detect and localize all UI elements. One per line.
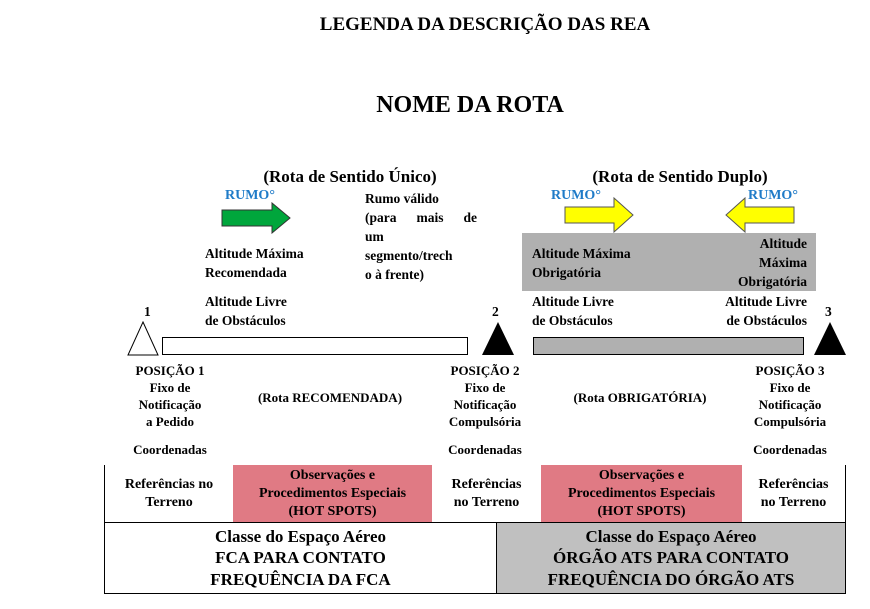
coordinates-2: Coordenadas: [448, 442, 522, 457]
text-line: FREQUÊNCIA DA FCA: [210, 569, 391, 589]
text-line: Notificação: [138, 397, 202, 412]
position-3-info: POSIÇÃO 3 Fixo de Notificação Compulsóri…: [730, 362, 850, 430]
green-arrow-icon: [221, 202, 291, 234]
rumo-note-line: um: [365, 229, 384, 244]
text-line: (HOT SPOTS): [597, 503, 686, 519]
text-line: Observações e: [289, 467, 376, 483]
max-alt-mandatory-left: Altitude Máxima Obrigatória: [532, 244, 631, 282]
text-line: Altitude Livre: [205, 294, 287, 309]
recommended-route-bar: [162, 337, 468, 355]
text-line: de Obstáculos: [726, 313, 807, 328]
mandatory-route-bar: [533, 337, 804, 355]
route-type-mandatory: (Rota OBRIGATÓRIA): [573, 390, 707, 405]
optional-fix-triangle-icon: [127, 321, 159, 356]
text-line: Altitude Livre: [532, 294, 614, 309]
obstacle-alt-left: Altitude Livre de Obstáculos: [205, 292, 287, 330]
yellow-arrow-right-icon: [564, 197, 634, 233]
text-line: Notificação: [758, 397, 822, 412]
text-line: de Obstáculos: [532, 313, 613, 328]
text-line: Fixo de: [149, 380, 191, 395]
text-line: Classe do Espaço Aéreo: [585, 526, 757, 546]
position-2-info: POSIÇÃO 2 Fixo de Notificação Compulsóri…: [425, 362, 545, 430]
max-alt-mandatory-right: Altitude Máxima Obrigatória: [738, 234, 807, 291]
legend-title: LEGENDA DA DESCRIÇÃO DAS REA: [319, 14, 651, 35]
text-line: Referências: [758, 476, 829, 492]
terrain-references-cell: Referências no Terreno: [104, 465, 233, 522]
position-number-3: 3: [825, 304, 832, 319]
hot-spots-cell: Observações e Procedimentos Especiais (HOT…: [541, 465, 742, 522]
text-line: Fixo de: [464, 380, 506, 395]
rumo-label-left: RUMO°: [551, 188, 601, 203]
terrain-references-cell: Referências no Terreno: [432, 465, 541, 522]
route-name: NOME DA ROTA: [376, 92, 564, 118]
position-number-2: 2: [492, 304, 499, 319]
text-line: POSIÇÃO 2: [450, 363, 520, 378]
rumo-note: Rumo válido (para mais de um segmento/tr…: [365, 189, 477, 284]
obstacle-alt-mid: Altitude Livre de Obstáculos: [532, 292, 614, 330]
rumo-label: RUMO°: [225, 188, 275, 203]
coordinates-3: Coordenadas: [753, 442, 827, 457]
text-line: Notificação: [453, 397, 517, 412]
text-line: POSIÇÃO 3: [755, 363, 825, 378]
text-line: Compulsória: [448, 414, 522, 429]
text-line: (HOT SPOTS): [288, 503, 377, 519]
rumo-note-line: o à frente): [365, 267, 424, 282]
text-line: Altitude: [759, 236, 807, 251]
position-number-1: 1: [144, 304, 151, 319]
rumo-label-right: RUMO°: [748, 188, 798, 203]
compulsory-fix-triangle-icon: [814, 322, 846, 355]
text-line: Máxima: [759, 255, 807, 270]
compulsory-fix-triangle-icon: [482, 322, 514, 355]
terrain-references-cell: Referências no Terreno: [742, 465, 846, 522]
text-line: Fixo de: [769, 380, 811, 395]
position-1-info: POSIÇÃO 1 Fixo de Notificação a Pedido: [110, 362, 230, 430]
one-way-heading: (Rota de Sentido Único): [263, 167, 437, 186]
text-line: no Terreno: [453, 494, 520, 510]
yellow-arrow-left-icon: [725, 197, 795, 233]
text-line: ÓRGÃO ATS PARA CONTATO: [553, 548, 789, 568]
text-line: Observações e: [598, 467, 685, 483]
text-line: a Pedido: [145, 414, 195, 429]
text-line: Obrigatória: [532, 265, 601, 280]
text-line: FCA PARA CONTATO: [215, 548, 386, 568]
text-line: Terreno: [145, 494, 193, 510]
rumo-note-line: segmento/trech: [365, 248, 453, 263]
text-line: no Terreno: [760, 494, 827, 510]
obstacle-alt-right: Altitude Livre de Obstáculos: [725, 292, 807, 330]
text-line: Classe do Espaço Aéreo: [214, 526, 387, 546]
text-line: de Obstáculos: [205, 313, 286, 328]
text-line: Altitude Máxima: [532, 246, 631, 261]
rumo-note-line: Rumo válido: [365, 191, 439, 206]
route-type-recommended: (Rota RECOMENDADA): [257, 390, 403, 405]
text-line: FREQUÊNCIA DO ÓRGÃO ATS: [547, 569, 795, 589]
text-line: Referências: [451, 476, 522, 492]
text-line: Compulsória: [753, 414, 827, 429]
text-line: Recomendada: [205, 265, 287, 280]
text-line: Referências no: [124, 476, 214, 492]
text-line: Obrigatória: [738, 274, 807, 289]
text-line: Altitude Livre: [725, 294, 807, 309]
coordinates-1: Coordenadas: [133, 442, 207, 457]
max-alt-recommended: Altitude Máxima Recomendada: [205, 244, 304, 282]
text-line: Procedimentos Especiais: [258, 485, 407, 501]
rumo-note-line: (para mais de: [365, 210, 477, 225]
hot-spots-cell: Observações e Procedimentos Especiais (HOT…: [233, 465, 432, 522]
two-way-heading: (Rota de Sentido Duplo): [592, 167, 768, 186]
text-line: POSIÇÃO 1: [135, 363, 205, 378]
mandatory-max-alt-box: [522, 233, 816, 291]
text-line: Altitude Máxima: [205, 246, 304, 261]
text-line: Procedimentos Especiais: [567, 485, 716, 501]
